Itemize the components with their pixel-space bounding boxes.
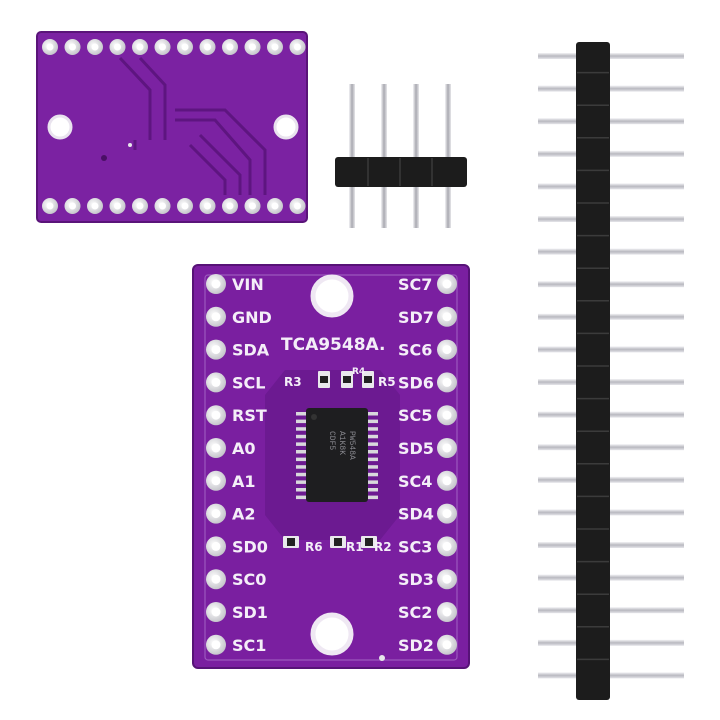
mounting-hole (310, 612, 354, 656)
pin-label: SC4 (398, 472, 432, 491)
pin-label: A1 (232, 472, 256, 491)
resistor-label: R1 (346, 540, 364, 554)
header-pin (538, 509, 684, 516)
pin-label: A2 (232, 505, 256, 524)
mounting-hole (273, 114, 299, 140)
svg-text:CDF5: CDF5 (327, 431, 336, 450)
pin-label: SC3 (398, 537, 432, 556)
right-pin-pads (437, 274, 457, 655)
resistor-label: R6 (305, 540, 323, 554)
back-board-pads-bottom (42, 198, 306, 214)
pin-label: A0 (232, 439, 256, 458)
header-pin (538, 542, 684, 548)
back-side-board (36, 31, 308, 223)
pin-label: RST (232, 406, 267, 425)
header-pin (538, 281, 684, 288)
header-pin (538, 216, 684, 222)
4-pin-header-body (335, 157, 467, 187)
header-pin (538, 411, 684, 418)
pin-label: SD4 (398, 505, 434, 524)
header-pin (413, 84, 419, 228)
header-pin (538, 476, 684, 483)
top-resistors: R3 R4 R5 (284, 367, 396, 389)
4-pin-header (335, 84, 467, 228)
long-header-body (576, 42, 610, 700)
pin-label: SD5 (398, 439, 434, 458)
header-pin (538, 574, 684, 581)
svg-text:A1K8K: A1K8K (337, 431, 346, 455)
mounting-hole (310, 274, 354, 318)
header-pin (538, 607, 684, 614)
pin-label: SC1 (232, 636, 266, 655)
left-pin-pads (206, 274, 226, 655)
header-pin (538, 379, 684, 385)
pin-label: SCL (232, 373, 265, 392)
pin-label: SD0 (232, 537, 268, 556)
header-pin (538, 183, 684, 190)
ic-package (306, 408, 368, 502)
long-pin-header (538, 42, 684, 700)
pin-label: SD1 (232, 603, 268, 622)
header-pin (538, 118, 684, 125)
header-pin (538, 85, 684, 92)
pin-label: VIN (232, 275, 264, 294)
header-pin (538, 313, 684, 320)
header-pin (538, 444, 684, 451)
header-pin (538, 248, 684, 255)
pin-label: SDA (232, 341, 270, 360)
header-pin (349, 84, 355, 228)
pin-label: SC2 (398, 603, 432, 622)
pin-label: SC7 (398, 275, 432, 294)
resistor-label: R3 (284, 375, 302, 389)
resistor-label: R2 (374, 540, 392, 554)
back-board-traces (118, 56, 267, 195)
header-pin (538, 672, 684, 679)
header-pin (538, 346, 684, 353)
chip-name-label: TCA9548A. (281, 335, 385, 355)
svg-text:PW548A: PW548A (347, 431, 356, 460)
header-pin (445, 84, 451, 228)
pin-label: SC6 (398, 341, 432, 360)
header-pin (381, 84, 387, 228)
header-pin (538, 150, 684, 157)
mounting-hole (47, 114, 73, 140)
resistor-label: R4 (352, 367, 365, 377)
resistor-label: R5 (378, 375, 396, 389)
pin-label: SD6 (398, 373, 434, 392)
back-board-pads-top (42, 39, 306, 55)
pin-label: SD3 (398, 570, 434, 589)
pin-label: SD7 (398, 308, 434, 327)
tca9548a-ic: PW548A A1K8K CDF5 (296, 408, 378, 502)
pin-label: SC5 (398, 406, 432, 425)
pin-label: SC0 (232, 570, 266, 589)
header-pin (538, 53, 684, 59)
pin-label: GND (232, 308, 272, 327)
bottom-resistors: R6 R1 R2 (283, 536, 392, 554)
pin-label: SD2 (398, 636, 434, 655)
header-pin (538, 639, 684, 646)
